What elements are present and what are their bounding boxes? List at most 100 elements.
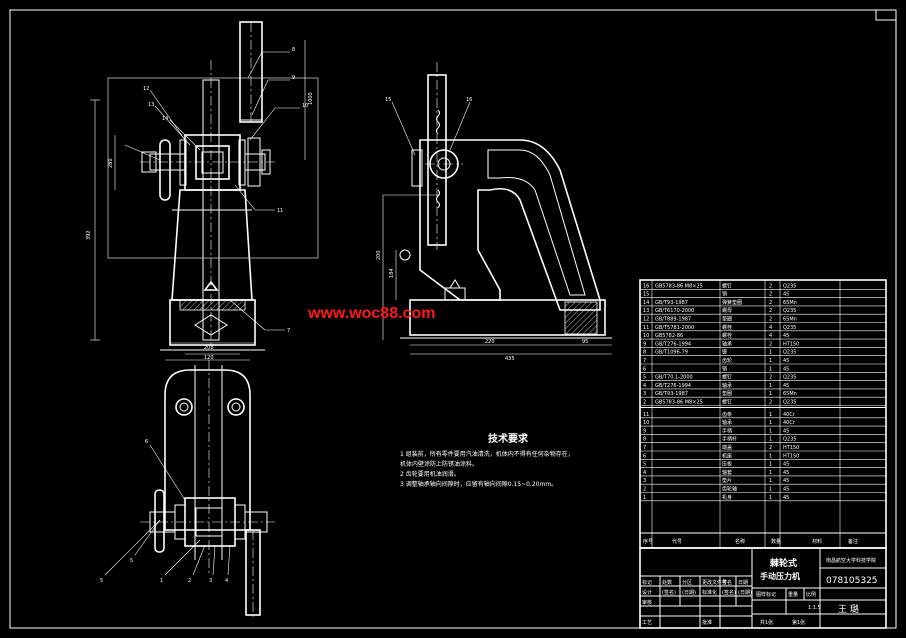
bom-cell: 2: [769, 292, 772, 298]
bom-cell: GB/T5781-2000: [655, 325, 694, 331]
bom-cell: Q235: [783, 437, 796, 443]
bom-cell: HT150: [783, 445, 799, 451]
bom-cell: 1: [769, 495, 772, 501]
bom-cell: 9: [643, 341, 646, 347]
tb-sheet-total: 共1张: [760, 619, 773, 626]
bom-cell: 2: [769, 400, 772, 406]
bom-cell: 螺母: [722, 307, 732, 314]
bom-cell: 40Cr: [783, 412, 796, 418]
bom-cell: Q235: [783, 375, 796, 381]
balloon-2: 2: [188, 578, 191, 584]
bom-cell: 2: [769, 375, 772, 381]
bom-cell: 6: [643, 453, 646, 459]
bom-cell: 轴套: [722, 469, 732, 476]
bom-cell: 45: [783, 358, 789, 364]
bom-h-note: 备注: [848, 538, 858, 545]
bom-cell: 65Mn: [783, 317, 797, 323]
bom-cell: Q235: [783, 325, 796, 331]
title-block-texts: 棘轮式 手动压力机 南昌航空大学科技学院 078105325 王 璐 图样标记 …: [642, 557, 878, 626]
bom-h-qty: 数量: [771, 538, 781, 545]
bom-h-name: 名称: [735, 538, 745, 545]
bom-cell: GB/T276-1994: [655, 383, 691, 389]
bom-cell: 45: [783, 478, 789, 484]
bom-cell: 2: [643, 487, 646, 493]
title-block-cell: 批准: [702, 619, 712, 626]
bom-cell: GB/T6170-2000: [655, 308, 694, 314]
side-view: [382, 62, 612, 355]
bom-cell: 1: [769, 462, 772, 468]
dim-side-a: 220: [485, 339, 495, 345]
bom-header: 序号 代号 名称 数量 材料 备注: [643, 538, 858, 545]
bom-cell: 1: [769, 383, 772, 389]
bom-cell: 螺钉: [722, 399, 732, 406]
dim-side-height: 200: [376, 250, 382, 260]
product-name-2: 手动压力机: [760, 571, 800, 581]
bom-cell: 2: [769, 308, 772, 314]
bom-cell: Q235: [783, 400, 796, 406]
bom-cell: 45: [783, 366, 789, 372]
bom-cell: 45: [783, 470, 789, 476]
bom-cell: HT150: [783, 453, 799, 459]
bom-cell: 螺栓: [722, 324, 732, 331]
bom-cell: GB/T70.1-2000: [655, 375, 693, 381]
bom-cell: GB5783-86 M8×25: [655, 283, 703, 289]
title-block-cell: 处数: [662, 579, 672, 586]
dim-front-height-upper: 280: [108, 158, 114, 168]
bom-cell: 1: [769, 478, 772, 484]
bom-cell: 2: [769, 445, 772, 451]
bom-cell: 1: [769, 487, 772, 493]
tech-req-line-3: 2 齿轮要用机油润滑。: [400, 470, 460, 478]
title-block-cell: (签名): [722, 589, 736, 596]
balloon-7: 7: [287, 328, 290, 334]
bom-cell: 7: [643, 358, 646, 364]
tb-label-mark: 图样标记: [756, 591, 776, 598]
tb-label-scale: 比例: [806, 591, 816, 598]
bom-cell: 2: [643, 400, 646, 406]
dim-front-bar: 1000: [308, 92, 314, 105]
tech-requirements: 技术要求 1 组装前，所有零件要用汽油清洗，机体内不得有任何杂物存在， 机体内壁…: [400, 432, 574, 488]
bom-cell: 手柄: [722, 427, 732, 434]
balloon-1: 1: [160, 578, 163, 584]
bom-cell: 螺钉: [722, 282, 732, 289]
balloon-10: 10: [302, 103, 308, 109]
bom-cell: 40Cr: [783, 420, 796, 426]
title-block-cell: 标准化: [702, 589, 717, 596]
bom-cell: 弹簧垫圈: [722, 299, 742, 306]
bottom-balloons: 6 5 5 1 2 3 4: [100, 439, 228, 584]
balloon-9: 9: [292, 75, 295, 81]
bom-cell: 键: [722, 349, 727, 356]
bom-cell: 45: [783, 462, 789, 468]
bom-cell: 端盖: [722, 444, 732, 451]
bom-cell: 1: [769, 412, 772, 418]
tech-req-title: 技术要求: [488, 432, 529, 445]
bom-cell: 13: [643, 308, 649, 314]
bom-cell: GB/T889-1987: [655, 317, 691, 323]
bom-cell: 机身: [722, 494, 732, 501]
bom-cell: 齿条: [722, 411, 732, 418]
balloon-12: 12: [143, 86, 149, 92]
bom-cell: 齿轮: [722, 357, 732, 364]
bom-h-material: 材料: [812, 538, 822, 545]
bom-cell: 4: [643, 383, 646, 389]
bom-cell: 机座: [722, 452, 732, 459]
bom-cell: 11: [643, 412, 649, 418]
balloon-11: 11: [277, 208, 283, 214]
bom-cell: 45: [783, 383, 789, 389]
tb-scale-value: 1:1.5: [808, 605, 821, 611]
balloon-5a: 5: [100, 578, 103, 584]
title-block-cell: 工艺: [642, 620, 652, 626]
title-block-cell: 日期: [738, 580, 748, 586]
bom-h-seq: 序号: [643, 538, 653, 545]
bom-cell: 3: [643, 391, 646, 397]
bom-cell: 2: [769, 341, 772, 347]
bom-cell: 8: [643, 350, 646, 356]
bom-cell: 1: [769, 453, 772, 459]
dim-front-top: 120: [204, 355, 214, 361]
front-view: [90, 21, 319, 355]
title-block-cell: (日期): [682, 590, 696, 596]
bom-cell: GB/T276-1994: [655, 341, 691, 347]
bom-cell: 6: [643, 366, 646, 372]
balloon-4: 4: [225, 578, 228, 584]
bom-cell: 1: [769, 470, 772, 476]
